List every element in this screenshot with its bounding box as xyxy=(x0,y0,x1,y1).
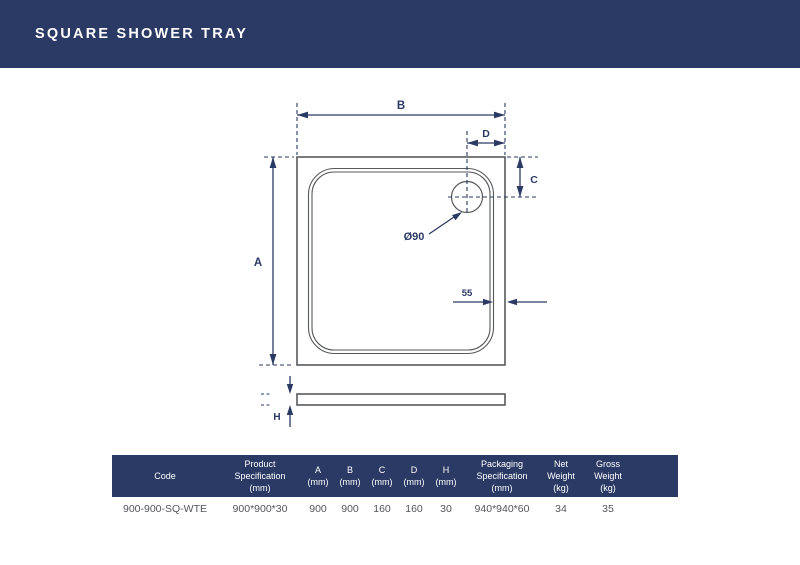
col-header-product-spec: Product Specification (mm) xyxy=(218,455,302,497)
cell-h: 30 xyxy=(440,503,452,515)
dim-55-arrow-inner xyxy=(483,298,493,306)
dim-d-arrow-right xyxy=(494,139,505,147)
table-header-row: Code Product Specification (mm) A (mm) B… xyxy=(112,455,678,497)
cell-net-weight: 34 xyxy=(555,503,567,515)
dim-h-arrow-bottom xyxy=(286,405,294,415)
drain-diameter-label: Ø90 xyxy=(404,231,425,243)
col-header-packaging-spec: Packaging Specification (mm) xyxy=(462,455,542,497)
dimension-a: A xyxy=(254,157,277,365)
dim-c-arrow-bottom xyxy=(516,186,524,197)
header-bar: SQUARE SHOWER TRAY xyxy=(0,0,800,68)
col-header-a: A (mm) xyxy=(302,455,334,497)
dim-b-arrow-right xyxy=(494,111,505,119)
dim-a-arrow-top xyxy=(269,157,277,168)
cell-a: 900 xyxy=(309,503,327,515)
dim-55-label: 55 xyxy=(462,288,473,299)
dimension-b: B xyxy=(297,100,505,119)
col-header-code: Code xyxy=(112,455,218,497)
col-header-c: C (mm) xyxy=(366,455,398,497)
dim-c-arrow-top xyxy=(516,157,524,168)
drain-callout-arrow xyxy=(452,212,462,221)
dim-d-label: D xyxy=(482,128,490,140)
drain-callout: Ø90 xyxy=(404,212,462,243)
tray-side-view xyxy=(296,393,506,406)
dimension-d: D xyxy=(467,128,505,147)
col-header-d: D (mm) xyxy=(398,455,430,497)
dimension-55: 55 xyxy=(453,288,547,306)
drawing-svg: B D C A 55 Ø90 xyxy=(254,100,547,427)
drain-callout-line xyxy=(428,216,455,235)
cell-c: 160 xyxy=(373,503,391,515)
col-header-gross-weight: Gross Weight (kg) xyxy=(580,455,678,497)
spec-table: Code Product Specification (mm) A (mm) B… xyxy=(112,455,678,519)
col-header-net-weight: Net Weight (kg) xyxy=(542,455,580,497)
tray-inner-rim-outer xyxy=(307,167,495,355)
dimension-h: H xyxy=(261,376,294,427)
cell-b: 900 xyxy=(341,503,359,515)
cell-code: 900-900-SQ-WTE xyxy=(122,503,208,515)
dim-a-label: A xyxy=(254,257,262,269)
cell-packaging-spec: 940*940*60 xyxy=(474,503,530,515)
cell-gross-weight: 35 xyxy=(602,503,614,515)
cell-d: 160 xyxy=(405,503,423,515)
dim-a-arrow-bottom xyxy=(269,354,277,365)
cell-product-spec: 900*900*30 xyxy=(232,503,288,515)
tray-inner-rim-inner xyxy=(311,171,491,351)
dimension-c: C xyxy=(516,157,538,197)
dim-h-label: H xyxy=(273,412,280,423)
dim-b-arrow-left xyxy=(297,111,308,119)
table-row: 900-900-SQ-WTE 900*900*30 900 900 160 16… xyxy=(112,497,678,519)
dim-b-label: B xyxy=(397,100,405,112)
dim-55-arrow-outer xyxy=(507,298,517,306)
col-header-h: H (mm) xyxy=(430,455,462,497)
dim-c-label: C xyxy=(530,174,538,186)
page-title: SQUARE SHOWER TRAY xyxy=(35,26,249,42)
extension-lines xyxy=(259,103,538,366)
col-header-b: B (mm) xyxy=(334,455,366,497)
dim-d-arrow-left xyxy=(467,139,478,147)
technical-drawing: B D C A 55 Ø90 xyxy=(0,68,800,453)
tray-top-view xyxy=(296,156,506,366)
dim-h-arrow-top xyxy=(286,384,294,394)
